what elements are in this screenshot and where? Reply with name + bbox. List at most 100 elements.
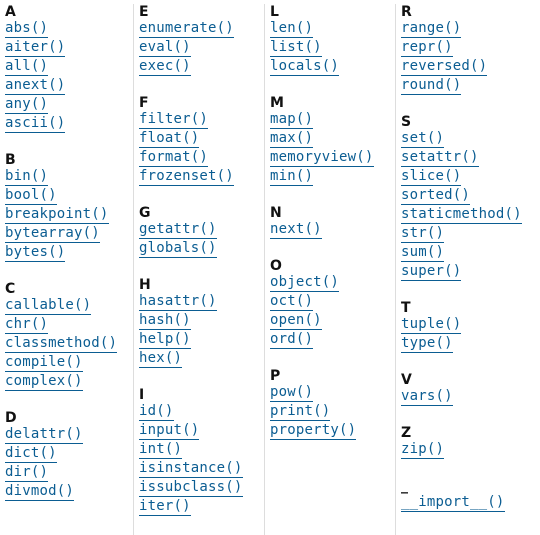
function-link-any[interactable]: any() <box>5 96 49 114</box>
group-letter: Z <box>401 425 412 441</box>
function-link-anext[interactable]: anext() <box>5 77 66 95</box>
group-letter: S <box>401 114 412 130</box>
function-link-classmethod[interactable]: classmethod() <box>5 335 118 353</box>
function-link-ascii[interactable]: ascii() <box>5 115 66 133</box>
function-link-staticmethod[interactable]: staticmethod() <box>401 206 522 224</box>
function-link-frozenset[interactable]: frozenset() <box>139 168 234 186</box>
function-link-delattr[interactable]: delattr() <box>5 426 83 444</box>
group-l: L len() list() locals() <box>270 4 395 77</box>
function-link-divmod[interactable]: divmod() <box>5 483 75 501</box>
function-link-help[interactable]: help() <box>139 331 191 349</box>
function-link-super[interactable]: super() <box>401 263 462 281</box>
group-c: C callable() chr() classmethod() compile… <box>5 281 133 392</box>
function-link-dict[interactable]: dict() <box>5 445 57 463</box>
function-link-float[interactable]: float() <box>139 130 200 148</box>
function-link-object[interactable]: object() <box>270 274 340 292</box>
function-link-globals[interactable]: globals() <box>139 240 217 258</box>
function-link-reversed[interactable]: reversed() <box>401 58 488 76</box>
group-z: Z zip() <box>401 425 540 460</box>
group-letter: P <box>270 368 281 384</box>
group-letter: H <box>139 277 151 293</box>
function-link-zip[interactable]: zip() <box>401 441 445 459</box>
function-link-isinstance[interactable]: isinstance() <box>139 460 243 478</box>
function-link-hasattr[interactable]: hasattr() <box>139 293 217 311</box>
group-letter: E <box>139 4 149 20</box>
function-link-issubclass[interactable]: issubclass() <box>139 479 243 497</box>
function-link-bytearray[interactable]: bytearray() <box>5 225 100 243</box>
function-link-bytes[interactable]: bytes() <box>5 244 66 262</box>
function-link-len[interactable]: len() <box>270 20 314 38</box>
function-link-range[interactable]: range() <box>401 20 462 38</box>
column-2: E enumerate() eval() exec() F filter() f… <box>133 4 264 535</box>
function-link-sum[interactable]: sum() <box>401 244 445 262</box>
function-link-compile[interactable]: compile() <box>5 354 83 372</box>
function-link-dir[interactable]: dir() <box>5 464 49 482</box>
function-link-ord[interactable]: ord() <box>270 331 314 349</box>
group-letter: T <box>401 300 411 316</box>
function-list: callable() chr() classmethod() compile()… <box>5 297 133 392</box>
function-link-eval[interactable]: eval() <box>139 39 191 57</box>
function-link-chr[interactable]: chr() <box>5 316 49 334</box>
function-link-sorted[interactable]: sorted() <box>401 187 471 205</box>
function-link-int[interactable]: int() <box>139 441 183 459</box>
function-link-bin[interactable]: bin() <box>5 168 49 186</box>
group-r: R range() repr() reversed() round() <box>401 4 540 96</box>
group-letter: C <box>5 281 16 297</box>
function-link-set[interactable]: set() <box>401 130 445 148</box>
function-list: len() list() locals() <box>270 20 395 77</box>
function-list: getattr() globals() <box>139 221 264 259</box>
function-list: pow() print() property() <box>270 384 395 441</box>
function-link-print[interactable]: print() <box>270 403 331 421</box>
function-link-next[interactable]: next() <box>270 221 322 239</box>
function-link-import[interactable]: __import__() <box>401 494 505 512</box>
function-link-breakpoint[interactable]: breakpoint() <box>5 206 109 224</box>
function-link-filter[interactable]: filter() <box>139 111 209 129</box>
function-list: bin() bool() breakpoint() bytearray() by… <box>5 168 133 263</box>
function-link-property[interactable]: property() <box>270 422 357 440</box>
function-list: __import__() <box>401 494 540 513</box>
function-link-callable[interactable]: callable() <box>5 297 92 315</box>
function-link-open[interactable]: open() <box>270 312 322 330</box>
function-link-slice[interactable]: slice() <box>401 168 462 186</box>
function-link-hash[interactable]: hash() <box>139 312 191 330</box>
function-link-input[interactable]: input() <box>139 422 200 440</box>
function-link-all[interactable]: all() <box>5 58 49 76</box>
function-link-format[interactable]: format() <box>139 149 209 167</box>
function-link-setattr[interactable]: setattr() <box>401 149 479 167</box>
function-link-aiter[interactable]: aiter() <box>5 39 66 57</box>
group-o: O object() oct() open() ord() <box>270 258 395 350</box>
function-link-map[interactable]: map() <box>270 111 314 129</box>
function-list: delattr() dict() dir() divmod() <box>5 426 133 502</box>
group-v: V vars() <box>401 372 540 407</box>
function-link-max[interactable]: max() <box>270 130 314 148</box>
function-link-repr[interactable]: repr() <box>401 39 453 57</box>
group-h: H hasattr() hash() help() hex() <box>139 277 264 369</box>
group-letter: _ <box>401 478 408 494</box>
group-letter: F <box>139 95 149 111</box>
function-link-locals[interactable]: locals() <box>270 58 340 76</box>
function-link-bool[interactable]: bool() <box>5 187 57 205</box>
function-link-oct[interactable]: oct() <box>270 293 314 311</box>
function-link-exec[interactable]: exec() <box>139 58 191 76</box>
function-link-memoryview[interactable]: memoryview() <box>270 149 374 167</box>
function-link-iter[interactable]: iter() <box>139 498 191 516</box>
group-letter: O <box>270 258 282 274</box>
function-link-complex[interactable]: complex() <box>5 373 83 391</box>
function-link-type[interactable]: type() <box>401 335 453 353</box>
group-a: A abs() aiter() all() anext() any() asci… <box>5 4 133 134</box>
group-letter: A <box>5 4 16 20</box>
function-link-vars[interactable]: vars() <box>401 388 453 406</box>
group-n: N next() <box>270 205 395 240</box>
function-link-pow[interactable]: pow() <box>270 384 314 402</box>
function-link-hex[interactable]: hex() <box>139 350 183 368</box>
function-link-abs[interactable]: abs() <box>5 20 49 38</box>
group-i: I id() input() int() isinstance() issubc… <box>139 387 264 517</box>
function-link-tuple[interactable]: tuple() <box>401 316 462 334</box>
function-link-getattr[interactable]: getattr() <box>139 221 217 239</box>
function-link-enumerate[interactable]: enumerate() <box>139 20 234 38</box>
function-link-min[interactable]: min() <box>270 168 314 186</box>
function-link-str[interactable]: str() <box>401 225 445 243</box>
function-link-list[interactable]: list() <box>270 39 322 57</box>
function-link-round[interactable]: round() <box>401 77 462 95</box>
function-link-id[interactable]: id() <box>139 403 174 421</box>
